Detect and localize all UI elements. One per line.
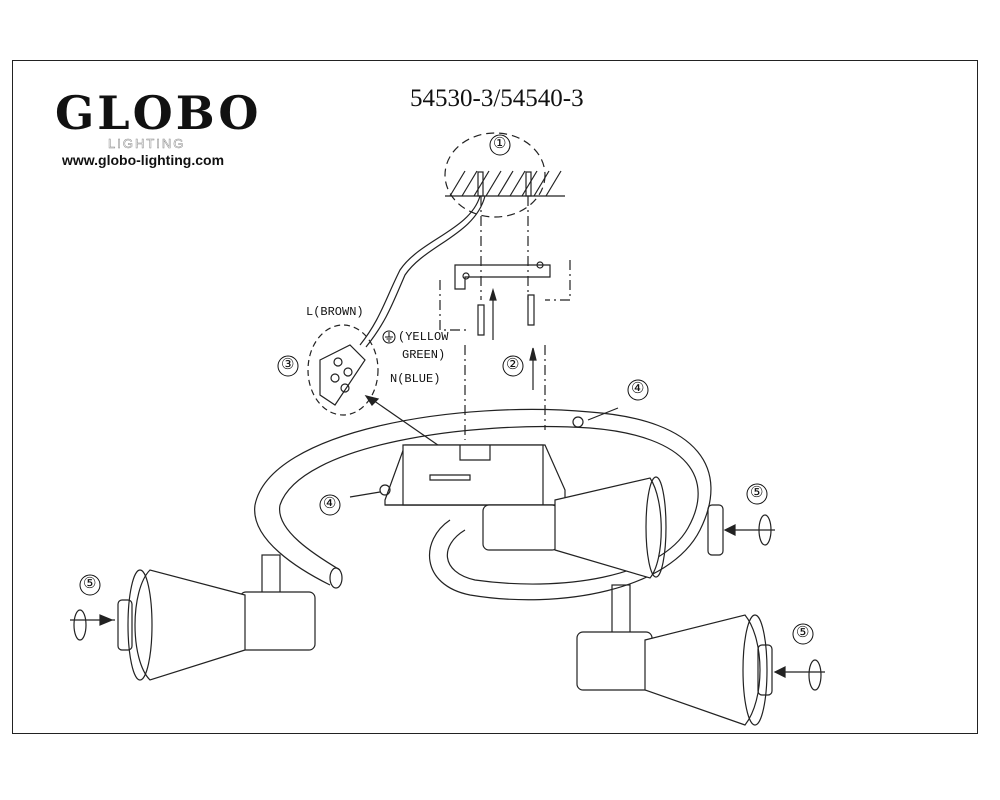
ceiling-detail [444,132,565,218]
brand-subtitle: LIGHTING [108,136,186,151]
spotlight-right [576,584,825,726]
guide-lines [439,196,571,440]
drawing-frame [12,60,978,734]
power-cable-2 [365,195,486,348]
step-5-marker: ⑤ [750,485,764,502]
canopy [384,444,566,506]
spotlight-left [70,554,316,681]
step-2-marker: ② [506,357,520,374]
step-4-marker: ④ [631,381,645,398]
power-cable [359,195,481,346]
mounting-bracket [454,261,551,390]
step-5-marker-2: ⑤ [83,576,97,593]
terminal-block [307,324,446,451]
neutral-wire-label: N(BLUE) [390,372,441,386]
earth-symbol-icon [382,330,396,344]
brand-logo: GLOBO [55,86,262,140]
step-3-marker: ③ [281,357,295,374]
website-url: www.globo-lighting.com [62,152,225,168]
step-5-marker-3: ⑤ [796,625,810,642]
step-1-marker: ① [493,136,507,153]
spiral-arm [254,408,712,601]
step-marker-rings [79,134,814,645]
screw-markers [349,407,619,498]
model-number: 54530-3/54540-3 [410,85,584,112]
step-4-marker-2: ④ [323,496,337,513]
earth-wire-label-2: GREEN) [402,348,446,362]
earth-wire-label-1: (YELLOW [398,330,449,344]
live-wire-label: L(BROWN) [306,305,364,319]
spotlight-center [482,476,775,579]
